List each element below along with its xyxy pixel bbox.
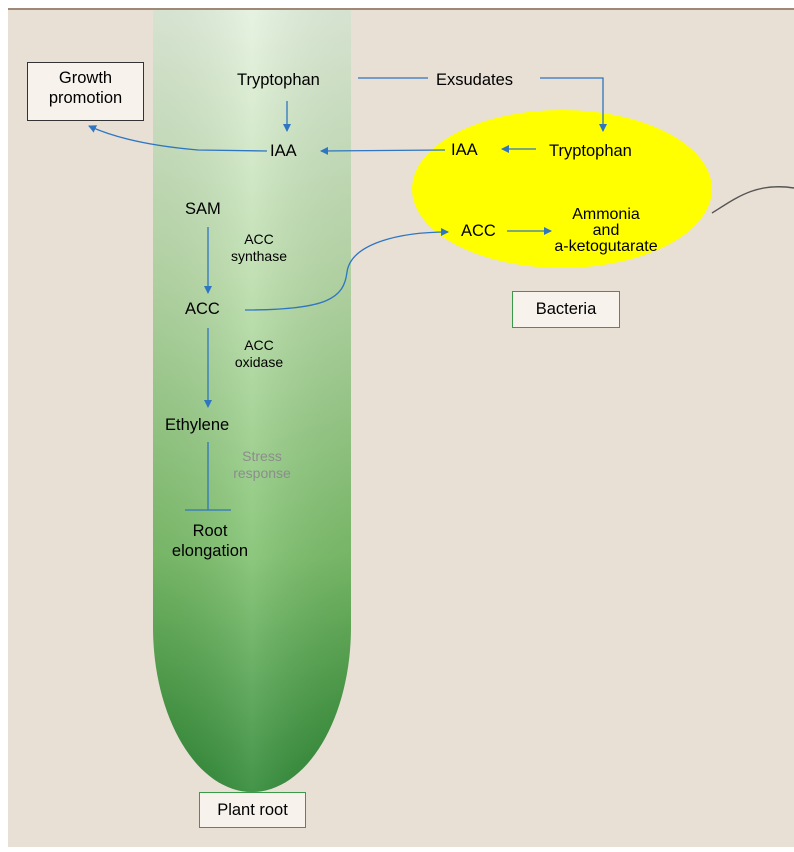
- stress-response-label-line1: Stress: [242, 448, 282, 464]
- acc-synthase-label: ACC synthase: [224, 231, 294, 265]
- bacteria-flagellum: [711, 186, 794, 214]
- acc-root-label: ACC: [185, 300, 220, 318]
- iaa-bacteria-label: IAA: [451, 141, 478, 159]
- root-elongation-label-line1: Root: [192, 522, 228, 540]
- plant-root-box: Plant root: [199, 792, 306, 828]
- plant-root-shading: [153, 10, 351, 792]
- acc-synthase-label-line2: synthase: [230, 248, 288, 265]
- diagram-graphics: [88, 10, 794, 792]
- root-elongation-label: Root elongation: [158, 522, 262, 560]
- acc-oxidase-label: ACC oxidase: [224, 337, 294, 371]
- ethylene-label: Ethylene: [165, 416, 230, 434]
- growth-promotion-label-line2: promotion: [48, 89, 123, 108]
- acc-bacteria-label: ACC: [461, 222, 496, 240]
- root-elongation-label-line2: elongation: [171, 542, 249, 561]
- growth-promotion-label-line1: Growth: [58, 69, 113, 87]
- sam-label: SAM: [185, 200, 221, 218]
- acc-oxidase-label-line1: ACC: [244, 337, 274, 353]
- arrow-iaa-bacteria-to-iaa-root: [320, 146, 446, 155]
- tryptophan-bacteria-label: Tryptophan: [549, 142, 632, 160]
- ammonia-label-line3: a-ketogutarate: [554, 238, 658, 255]
- bacteria-cell: [412, 110, 712, 268]
- diagram-canvas: Growth promotion Tryptophan Exsudates IA…: [8, 8, 794, 847]
- ammonia-label-line2: and: [592, 222, 620, 239]
- arrow-exsudates-to-tryptophan-bacteria: [540, 77, 607, 132]
- stress-response-label: Stress response: [226, 448, 298, 482]
- tryptophan-root-label: Tryptophan: [237, 71, 320, 89]
- bacteria-label: Bacteria: [535, 300, 597, 318]
- ammonia-label-line1: Ammonia: [572, 206, 640, 223]
- growth-promotion-box: Growth promotion: [27, 62, 144, 121]
- exsudates-label: Exsudates: [436, 71, 514, 89]
- acc-synthase-label-line1: ACC: [244, 231, 274, 247]
- bacteria-box: Bacteria: [512, 291, 620, 328]
- iaa-root-label: IAA: [270, 142, 297, 160]
- ammonia-label: Ammonia and a-ketogutarate: [546, 207, 666, 255]
- arrow-acc-root-to-acc-bacteria: [244, 228, 449, 311]
- arrow-iaa-to-growth-promotion: [88, 125, 268, 152]
- stress-response-label-line2: response: [233, 465, 291, 482]
- plant-root-label: Plant root: [217, 801, 288, 819]
- acc-oxidase-label-line2: oxidase: [234, 354, 284, 371]
